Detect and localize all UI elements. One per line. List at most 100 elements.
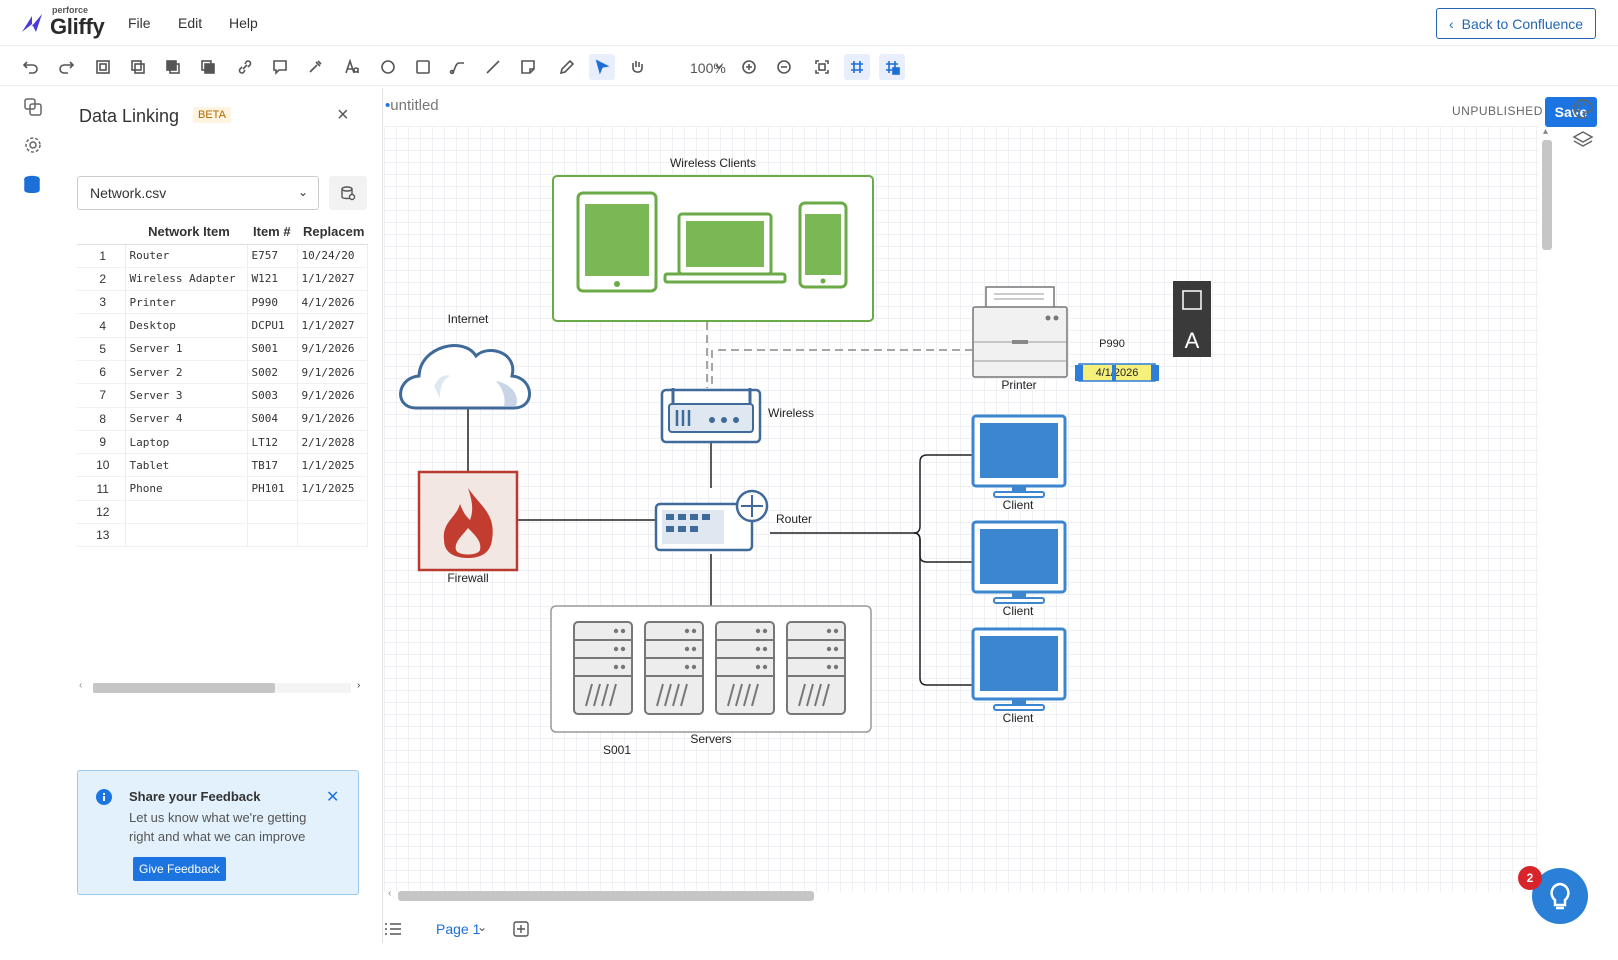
wireless-clients-group[interactable]: Wireless Clients bbox=[552, 156, 874, 322]
table-cell[interactable]: 5 bbox=[77, 337, 126, 361]
line-tool-icon[interactable] bbox=[480, 54, 506, 80]
data-source-settings-button[interactable] bbox=[329, 176, 367, 210]
table-cell[interactable]: 12 bbox=[77, 500, 126, 525]
table-cell[interactable]: S003 bbox=[247, 383, 298, 408]
undo-icon[interactable] bbox=[18, 54, 44, 80]
database-icon[interactable] bbox=[22, 174, 46, 198]
menu-help[interactable]: Help bbox=[229, 15, 258, 31]
table-cell[interactable]: S004 bbox=[247, 407, 298, 431]
send-back-icon[interactable] bbox=[195, 54, 221, 80]
menu-file[interactable]: File bbox=[128, 15, 151, 31]
table-cell[interactable]: 1 bbox=[77, 244, 126, 268]
table-cell[interactable]: Laptop bbox=[125, 430, 248, 455]
table-cell[interactable] bbox=[125, 523, 248, 548]
table-cell[interactable]: DCPU1 bbox=[247, 313, 298, 338]
page-tab[interactable]: Page 1 bbox=[436, 921, 481, 937]
table-cell[interactable]: S002 bbox=[247, 360, 298, 385]
table-cell[interactable]: 1/1/2027 bbox=[297, 313, 368, 338]
grid-icon[interactable] bbox=[844, 54, 870, 80]
table-cell[interactable]: Desktop bbox=[125, 313, 248, 338]
tablet-icon[interactable] bbox=[576, 191, 658, 293]
client-monitor-icon[interactable]: Client bbox=[971, 414, 1067, 512]
connector-router-client-3[interactable] bbox=[913, 532, 972, 686]
table-cell[interactable]: 9/1/2026 bbox=[297, 360, 368, 385]
redo-icon[interactable] bbox=[53, 54, 79, 80]
table-cell[interactable]: 2 bbox=[77, 267, 126, 292]
pointer-tool-icon[interactable] bbox=[589, 54, 615, 80]
server-rack-icon[interactable] bbox=[573, 621, 633, 715]
canvas-horizontal-scrollbar[interactable]: ‹ bbox=[388, 888, 1528, 902]
connector-router-client-2[interactable] bbox=[913, 532, 972, 563]
table-cell[interactable]: 1/1/2027 bbox=[297, 267, 368, 292]
table-cell[interactable]: Server 4 bbox=[125, 407, 248, 431]
resize-handle[interactable] bbox=[1075, 365, 1083, 381]
server-rack-icon[interactable] bbox=[786, 621, 846, 715]
scroll-thumb[interactable] bbox=[398, 891, 814, 901]
text-icon[interactable]: A bbox=[1185, 328, 1200, 353]
scroll-thumb[interactable] bbox=[1542, 140, 1552, 250]
table-cell[interactable]: 2/1/2028 bbox=[297, 430, 368, 455]
table-cell[interactable]: 1/1/2025 bbox=[297, 476, 368, 501]
close-icon[interactable]: ✕ bbox=[326, 789, 340, 806]
table-cell[interactable] bbox=[247, 500, 298, 525]
servers-group[interactable]: Servers S001 bbox=[550, 605, 872, 757]
zoom-level[interactable]: 100% bbox=[690, 60, 726, 76]
connector-tool-icon[interactable] bbox=[445, 54, 471, 80]
table-row[interactable]: 13 bbox=[77, 523, 368, 548]
pencil-tool-icon[interactable] bbox=[554, 54, 580, 80]
scroll-up-icon[interactable]: ▴ bbox=[1543, 126, 1549, 137]
table-cell[interactable]: 4 bbox=[77, 313, 126, 338]
link-icon[interactable] bbox=[232, 54, 258, 80]
gear-icon[interactable] bbox=[22, 134, 46, 158]
zoom-in-icon[interactable] bbox=[736, 54, 762, 80]
document-title[interactable]: •untitled bbox=[385, 97, 439, 114]
table-cell[interactable]: S001 bbox=[247, 337, 298, 361]
add-page-icon[interactable] bbox=[513, 921, 529, 937]
table-cell[interactable]: PH101 bbox=[247, 476, 298, 501]
table-cell[interactable]: 7 bbox=[77, 383, 126, 408]
table-cell[interactable]: 6 bbox=[77, 360, 126, 385]
table-cell[interactable]: Tablet bbox=[125, 453, 248, 478]
column-header[interactable]: Item # bbox=[247, 220, 297, 245]
table-cell[interactable]: 9/1/2026 bbox=[297, 337, 368, 361]
scroll-left-icon[interactable]: ‹ bbox=[388, 888, 392, 899]
page-list-icon[interactable] bbox=[384, 921, 402, 937]
table-cell[interactable]: 11 bbox=[77, 476, 126, 501]
phone-icon[interactable] bbox=[798, 201, 848, 289]
table-cell[interactable] bbox=[297, 523, 368, 548]
rectangle-tool-icon[interactable] bbox=[410, 54, 436, 80]
scroll-thumb[interactable] bbox=[93, 683, 275, 693]
pan-tool-icon[interactable] bbox=[624, 54, 650, 80]
data-source-select[interactable]: Network.csv ⌄ bbox=[77, 176, 319, 210]
table-cell[interactable]: 8 bbox=[77, 407, 126, 431]
table-cell[interactable]: Phone bbox=[125, 476, 248, 501]
table-cell[interactable]: Server 3 bbox=[125, 383, 248, 408]
palette-icon[interactable] bbox=[1570, 96, 1596, 122]
table-cell[interactable]: 4/1/2026 bbox=[297, 290, 368, 315]
chevron-down-icon[interactable]: ⌄ bbox=[477, 920, 488, 934]
table-cell[interactable]: P990 bbox=[247, 290, 298, 315]
close-icon[interactable]: × bbox=[337, 104, 349, 126]
table-cell[interactable]: Server 1 bbox=[125, 337, 248, 361]
note-tool-icon[interactable] bbox=[515, 54, 541, 80]
network-diagram[interactable]: Wireless Clients Internet Firewall bbox=[384, 126, 1539, 892]
layers-icon[interactable] bbox=[1570, 127, 1596, 153]
firewall-icon[interactable]: Firewall bbox=[417, 470, 519, 585]
table-cell[interactable] bbox=[297, 500, 368, 525]
shape-icon[interactable] bbox=[1182, 290, 1202, 310]
table-cell[interactable]: 1/1/2025 bbox=[297, 453, 368, 478]
table-cell[interactable]: W121 bbox=[247, 267, 298, 292]
table-cell[interactable]: Router bbox=[125, 244, 248, 268]
scroll-left-icon[interactable]: ‹ bbox=[79, 680, 83, 691]
table-horizontal-scrollbar[interactable]: ‹ › bbox=[77, 680, 367, 694]
resize-handle[interactable] bbox=[1151, 365, 1159, 381]
